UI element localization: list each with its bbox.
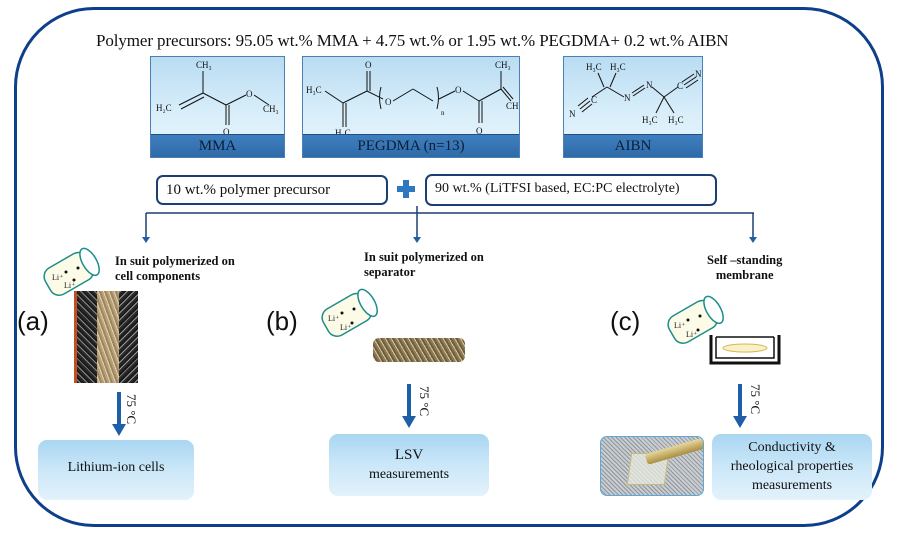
aibn-skeleton: H₃C H₃C N C N N C N H₃C H₃C <box>569 62 702 125</box>
aibn-atom-n-right: N <box>695 69 702 79</box>
electrode-right <box>119 291 138 383</box>
aibn-atom-c-left: C <box>591 95 597 105</box>
route-c-result-box: Conductivity & rheological properties me… <box>712 434 872 500</box>
electrolyte-box: 90 wt.% (LiTFSI based, EC:PC electrolyte… <box>425 174 717 206</box>
route-c-li-ion-2: Li⁺ <box>686 330 697 339</box>
aibn-atom-h3c-4: H₃C <box>668 115 684 125</box>
route-c-down-arrow <box>733 384 747 428</box>
diagram-title: Polymer precursors: 95.05 wt.% MMA + 4.7… <box>96 31 729 50</box>
structure-label-aibn: AIBN <box>564 134 702 157</box>
pegdma-skeleton: O H₃C H₂C O n O CH₃ CH₂ O <box>306 60 520 137</box>
structure-aibn: H₃C H₃C N C N N C N H₃C H₃C AIBN <box>563 56 703 158</box>
aibn-atom-h3c-2: H₃C <box>610 62 626 72</box>
aibn-atom-c-right: C <box>677 81 683 91</box>
aibn-atom-n-left: N <box>569 109 576 119</box>
pegdma-atom-o-ether: O <box>385 97 392 107</box>
mma-atom-ch3-end: CH₃ <box>263 104 279 114</box>
aibn-atom-h3c-3: H₃C <box>642 115 658 125</box>
route-b-li-ion-2: Li⁺ <box>340 323 351 332</box>
pegdma-atom-o-ester: O <box>455 85 462 95</box>
plus-icon <box>397 180 415 198</box>
route-b-down-arrow <box>402 384 416 428</box>
aibn-atom-h3c-1: H₃C <box>586 62 602 72</box>
route-c-result-line1: Conductivity & <box>748 440 836 455</box>
route-a-letter: (a) <box>17 306 49 336</box>
route-c-result-line2: rheological properties <box>730 459 854 474</box>
precursor-box: 10 wt.% polymer precursor <box>156 175 388 205</box>
route-b-result-line2: measurements <box>368 467 450 482</box>
route-c-method-line1: Self –standing <box>707 253 783 267</box>
structure-label-mma: MMA <box>151 134 284 157</box>
electrode-left <box>77 291 97 383</box>
mma-atom-h2c: H₂C <box>156 103 172 113</box>
route-b-separator-disk <box>373 338 465 362</box>
aibn-atom-n-azo-1: N <box>624 93 631 103</box>
route-b-result-line1: LSV <box>394 447 424 463</box>
route-b-result-box: LSV measurements <box>329 434 489 496</box>
structure-pegdma: O H₃C H₂C O n O CH₃ CH₂ O PEGDMA (n=13) <box>302 56 520 158</box>
route-b-method: In suit polymerized on separator <box>364 250 484 280</box>
route-a-li-ion-2: Li⁺ <box>64 281 75 290</box>
route-c-beaker-icon: Li⁺ Li⁺ <box>667 295 724 344</box>
route-a-li-ion-1: Li⁺ <box>52 273 63 282</box>
pegdma-atom-ch3: CH₃ <box>495 60 511 70</box>
structure-label-pegdma: PEGDMA (n=13) <box>303 134 519 157</box>
route-a-method: In suit polymerized on cell components <box>115 254 235 284</box>
membrane-film <box>722 343 768 353</box>
pegdma-atom-o-top: O <box>365 60 372 70</box>
pegdma-atom-ch2: CH₂ <box>506 101 520 111</box>
current-collector-strip <box>74 291 77 383</box>
route-b-beaker-icon: Li⁺ Li⁺ <box>321 288 378 337</box>
route-a-method-line2: cell components <box>115 269 201 283</box>
route-c-temperature: 75 °C <box>748 384 763 415</box>
outer-frame <box>14 7 884 527</box>
route-a-result-line1: Lithium-ion cells <box>67 460 165 475</box>
mma-atom-o-ester: O <box>246 89 253 99</box>
route-c-li-ion-1: Li⁺ <box>674 321 685 330</box>
mma-skeleton: CH₃ H₂C O CH₃ O <box>156 60 279 137</box>
route-c-mold-tray <box>709 335 781 365</box>
tweezers <box>644 437 703 465</box>
pegdma-atom-o-bottom: O <box>476 126 483 136</box>
route-a-temperature: 75 °C <box>124 394 139 425</box>
route-b-method-line1: In suit polymerized on <box>364 250 484 264</box>
pegdma-atom-h3c: H₃C <box>306 85 322 95</box>
route-b-method-line2: separator <box>364 265 416 279</box>
route-c-method: Self –standing membrane <box>707 253 782 283</box>
membrane-photo <box>600 436 704 496</box>
mma-atom-ch3-top: CH₃ <box>196 60 212 70</box>
route-a-cell-stack <box>74 291 138 383</box>
pegdma-atom-h2c: H₂C <box>335 128 351 137</box>
pegdma-repeat-n: n <box>441 109 445 117</box>
aibn-atom-n-azo-2: N <box>646 80 653 90</box>
route-a-down-arrow <box>112 392 126 436</box>
route-a-result-box: Lithium-ion cells <box>38 440 194 500</box>
route-c-method-line2: membrane <box>715 268 774 282</box>
route-c-result-line3: measurements <box>751 478 833 493</box>
route-a-method-line1: In suit polymerized on <box>115 254 235 268</box>
route-a-beaker-icon: Li⁺ Li⁺ <box>43 247 100 296</box>
mma-atom-o-carbonyl: O <box>223 127 230 137</box>
route-b-li-ion-1: Li⁺ <box>328 314 339 323</box>
route-c-letter: (c) <box>610 306 641 336</box>
structure-mma: CH₃ H₂C O CH₃ O MMA <box>150 56 285 158</box>
route-b-temperature: 75 °C <box>417 386 432 417</box>
route-b-letter: (b) <box>266 306 298 336</box>
separator-layer <box>97 291 119 383</box>
